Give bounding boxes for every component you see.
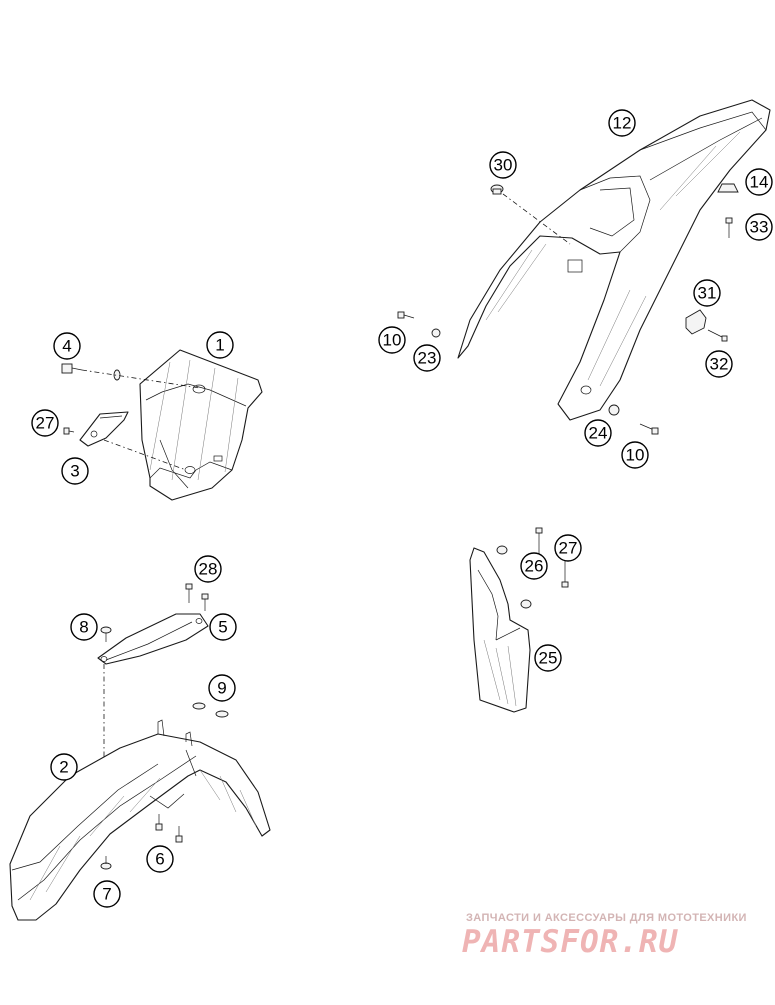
screw-part-28 [185,583,209,611]
svg-text:28: 28 [199,560,218,579]
leader-line [103,439,187,471]
headlight-mask-part [139,349,263,501]
nut-part-24 [608,404,620,416]
callout-1: 1 [206,331,234,359]
callout-2: 2 [50,753,78,781]
svg-text:7: 7 [102,885,111,904]
callout-24: 24 [584,419,612,447]
fender-bracket-part [97,613,209,665]
callout-3: 3 [61,457,89,485]
watermark-logo: PARTSFOR.RU [462,924,679,960]
callout-33: 33 [745,213,773,241]
svg-text:2: 2 [59,758,68,777]
svg-text:30: 30 [494,156,513,175]
callout-32: 32 [705,350,733,378]
svg-text:23: 23 [418,349,437,368]
callout-31: 31 [693,279,721,307]
callout-8: 8 [70,613,98,641]
callout-6: 6 [146,845,174,873]
front-fender-part [9,719,271,921]
svg-text:32: 32 [710,355,729,374]
callout-7: 7 [93,880,121,908]
callout-27-left: 27 [31,409,59,437]
svg-text:4: 4 [62,337,71,356]
svg-text:31: 31 [698,284,717,303]
callout-30: 30 [489,151,517,179]
svg-text:6: 6 [155,850,164,869]
callout-4: 4 [53,332,81,360]
screw-part-33 [725,217,733,238]
svg-text:10: 10 [383,331,402,350]
callout-27-right: 27 [554,534,582,562]
svg-text:10: 10 [626,446,645,465]
screw-part-32 [707,329,728,342]
grommet-part-14 [717,183,739,193]
callout-9: 9 [208,674,236,702]
callout-14: 14 [745,168,773,196]
screw-part-4 [61,363,121,381]
callout-26: 26 [520,552,548,580]
svg-text:25: 25 [539,649,558,668]
screw-part-27-left [63,427,75,435]
svg-text:24: 24 [589,424,608,443]
screw-part-7 [100,856,112,870]
svg-text:33: 33 [750,218,769,237]
svg-text:9: 9 [217,679,226,698]
callout-12: 12 [608,109,636,137]
rear-fender-part [457,99,771,421]
callout-23: 23 [413,344,441,372]
fastener-part-8 [100,626,112,642]
svg-text:3: 3 [70,462,79,481]
svg-text:26: 26 [525,557,544,576]
svg-text:12: 12 [613,114,632,133]
grommet-part-26 [496,545,532,609]
screw-part-10-upper [397,311,415,319]
mask-bracket-part [79,411,129,447]
screw-part-6 [155,814,183,843]
mud-flap-part [469,547,531,713]
fastener-part-9 [192,702,229,718]
screw-part-10-lower [639,423,659,435]
leader-line [502,193,571,245]
nut-part-23 [431,328,441,338]
watermark-tagline: ЗАПЧАСТИ И АКСЕССУАРЫ ДЛЯ МОТОТЕХНИКИ [466,912,747,924]
fastener-part-30 [490,184,504,195]
svg-text:27: 27 [36,414,55,433]
svg-text:14: 14 [750,173,769,192]
svg-text:27: 27 [559,539,578,558]
callout-28: 28 [194,555,222,583]
reflector-part-31 [685,309,707,335]
callout-10-upper: 10 [378,326,406,354]
svg-text:1: 1 [215,336,224,355]
callout-25: 25 [534,644,562,672]
svg-text:8: 8 [79,618,88,637]
callout-10-lower: 10 [621,441,649,469]
svg-text:5: 5 [218,618,227,637]
callout-5: 5 [209,613,237,641]
